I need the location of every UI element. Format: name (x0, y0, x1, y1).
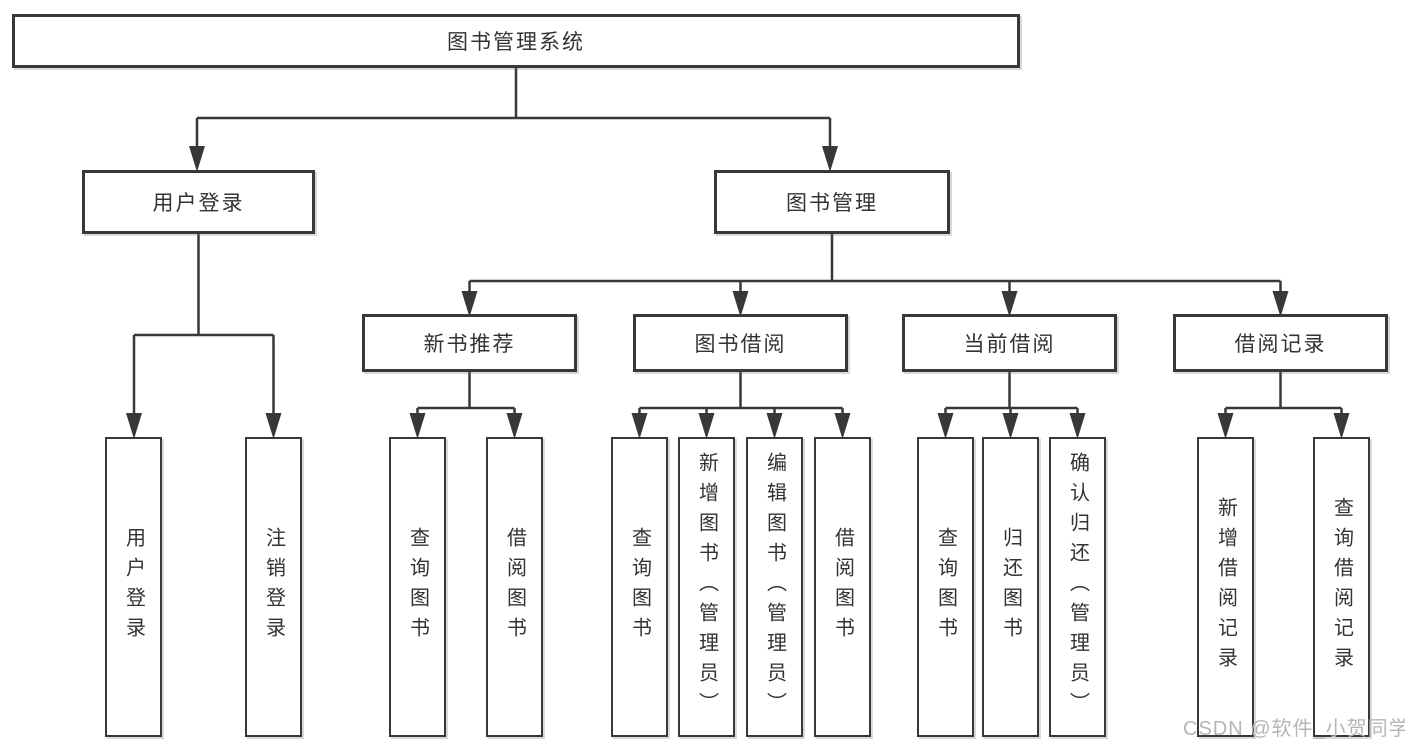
leaf-query-books-current: 查询图书 (917, 437, 974, 737)
leaf-query-borrow-record: 查询借阅记录 (1313, 437, 1370, 737)
leaf-logout: 注销登录 (245, 437, 302, 737)
leaf-query-books-borrow: 查询图书 (611, 437, 668, 737)
leaf-query-books-recommend: 查询图书 (389, 437, 446, 737)
leaf-return-book: 归还图书 (982, 437, 1039, 737)
node-user-login: 用户登录 (82, 170, 315, 234)
leaf-borrow-books-recommend: 借阅图书 (486, 437, 543, 737)
leaf-borrow-books: 借阅图书 (814, 437, 871, 737)
csdn-watermark: CSDN @软件_小贺同学 (1183, 718, 1405, 740)
node-borrow-records: 借阅记录 (1173, 314, 1388, 372)
leaf-add-book-admin: 新增图书（管理员） (678, 437, 735, 737)
node-current-borrow: 当前借阅 (902, 314, 1117, 372)
node-book-management: 图书管理 (714, 170, 950, 234)
leaf-edit-book-admin: 编辑图书（管理员） (746, 437, 803, 737)
node-book-borrow: 图书借阅 (633, 314, 848, 372)
leaf-add-borrow-record: 新增借阅记录 (1197, 437, 1254, 737)
leaf-user-login: 用户登录 (105, 437, 162, 737)
leaf-confirm-return-admin: 确认归还（管理员） (1049, 437, 1106, 737)
node-root-system: 图书管理系统 (12, 14, 1020, 68)
node-new-book-recommend: 新书推荐 (362, 314, 577, 372)
arrowheads (126, 146, 1350, 439)
